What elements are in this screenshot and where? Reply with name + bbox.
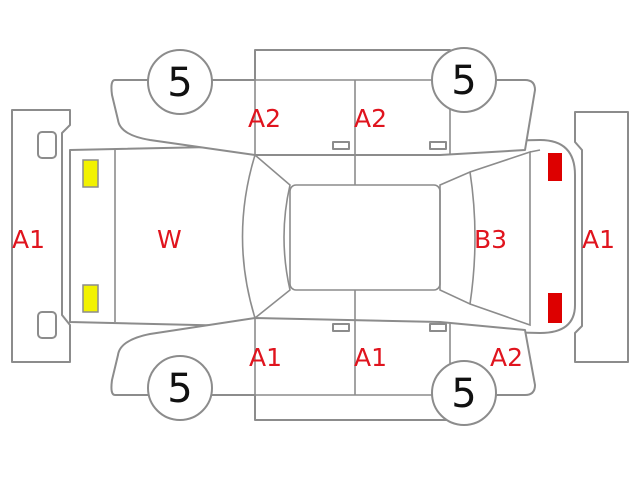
tail-light-bottom xyxy=(548,293,562,323)
tail-light-top xyxy=(548,153,562,181)
code-top-front-door: A2 xyxy=(248,104,281,133)
code-bottom-rear-quarter: A2 xyxy=(490,343,523,372)
code-hood: W xyxy=(157,225,182,254)
fog-light-top xyxy=(82,159,99,188)
bottom-side-panel xyxy=(110,290,536,421)
tire-top-front-label: 5 xyxy=(167,60,192,106)
tire-bottom-rear-label: 5 xyxy=(451,371,476,417)
top-side-panel xyxy=(110,49,536,185)
tire-top-front: 5 xyxy=(147,49,213,115)
rear-bumper xyxy=(574,111,629,363)
code-top-rear-door: A2 xyxy=(354,104,387,133)
code-trunk-lid: B3 xyxy=(474,225,507,254)
tire-bottom-rear: 5 xyxy=(431,360,497,426)
front-bumper xyxy=(11,109,71,363)
code-front-bumper: A1 xyxy=(12,225,45,254)
tire-top-rear: 5 xyxy=(431,47,497,113)
car-body xyxy=(69,139,576,334)
tire-bottom-front-label: 5 xyxy=(167,366,192,412)
tire-top-rear-label: 5 xyxy=(451,58,476,104)
code-bottom-front-door: A1 xyxy=(249,343,282,372)
tire-bottom-front: 5 xyxy=(147,355,213,421)
code-rear-bumper: A1 xyxy=(582,225,615,254)
code-bottom-rear-door: A1 xyxy=(354,343,387,372)
fog-light-bottom xyxy=(82,284,99,313)
